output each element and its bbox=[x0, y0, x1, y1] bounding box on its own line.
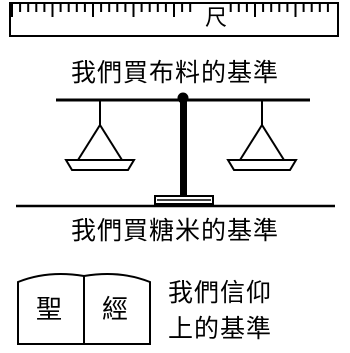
balance-scale bbox=[16, 92, 335, 208]
book-left-char: 聖 bbox=[36, 295, 63, 325]
scale-post bbox=[180, 98, 187, 198]
faith-text-line2: 上的基準 bbox=[168, 314, 273, 343]
book-drawing bbox=[17, 273, 151, 345]
ruler-label: 尺 bbox=[205, 6, 228, 31]
ruler-ticks bbox=[11, 4, 329, 17]
right-pan bbox=[226, 159, 298, 171]
book-right-char: 經 bbox=[102, 295, 129, 325]
ruler-outline bbox=[9, 2, 339, 37]
caption-cloth: 我們買布料的基準 bbox=[70, 58, 279, 87]
caption-sugar-rice: 我們買糖米的基準 bbox=[70, 216, 279, 245]
left-pan bbox=[64, 159, 136, 171]
faith-text-line1: 我們信仰 bbox=[168, 278, 273, 307]
